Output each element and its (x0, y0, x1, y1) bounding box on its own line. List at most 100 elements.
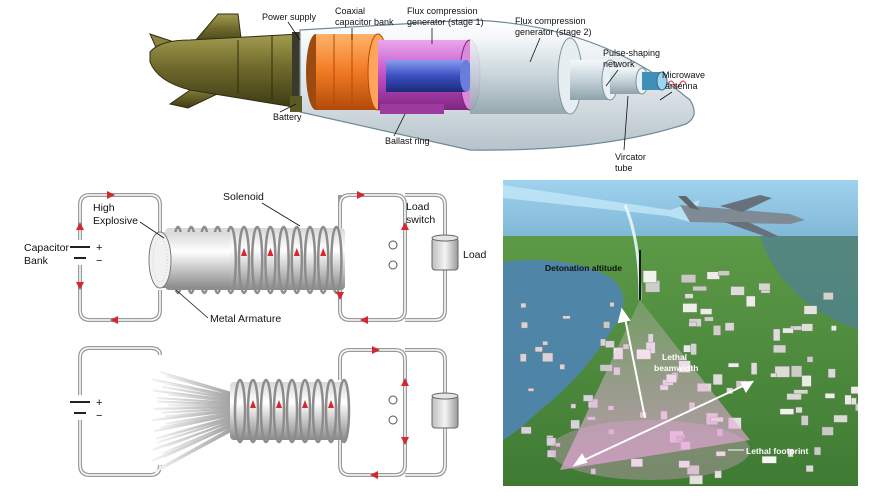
exploding-armature-cone (152, 372, 238, 472)
attack-scene: Detonation altitude Lethal beamwidth Let… (503, 180, 869, 486)
building (542, 353, 552, 362)
building (685, 294, 693, 299)
bomb-olive-body (150, 34, 300, 108)
ballast-ring (380, 104, 444, 114)
building (823, 292, 833, 299)
building (775, 366, 790, 377)
high-explosive-end (149, 232, 171, 288)
building (725, 323, 734, 331)
label-detonation-altitude: Detonation altitude (545, 263, 622, 273)
building (834, 415, 848, 422)
label-vircator-1: Vircator (615, 152, 646, 162)
label-flux2-1: Flux compression (515, 16, 586, 26)
building (713, 325, 720, 335)
building (571, 404, 576, 409)
building (543, 341, 548, 345)
building (851, 387, 863, 394)
label-load-switch-1: Load (406, 201, 430, 213)
building (845, 395, 851, 404)
building (746, 296, 755, 307)
flux-generator-diagram: + − Solenoid High Explosive (24, 191, 487, 479)
ebomb-cutaway (150, 14, 694, 150)
label-power-supply: Power supply (262, 12, 317, 22)
building (700, 309, 712, 315)
building (822, 427, 833, 435)
building (583, 395, 593, 401)
label-antenna-1: Microwave (662, 70, 705, 80)
building (704, 317, 713, 321)
building (610, 302, 614, 306)
label-high-explosive-2: Explosive (93, 215, 138, 227)
building (802, 324, 813, 331)
building (801, 416, 808, 426)
capacitor-plus: + (96, 242, 102, 254)
building (520, 354, 526, 362)
load-switch2-top[interactable] (389, 396, 397, 404)
building (751, 363, 757, 375)
label-lethal-beamwidth-1: Lethal (662, 352, 687, 362)
building (707, 272, 720, 280)
building (605, 341, 614, 348)
capacitor-minus: − (96, 255, 102, 267)
label-capacitor-1: Capacitor (24, 242, 69, 254)
label-pulse-1: Pulse-shaping (603, 48, 660, 58)
label-battery: Battery (273, 112, 302, 122)
building (691, 344, 697, 355)
building (683, 303, 697, 312)
label-coaxial-2: capacitor bank (335, 17, 394, 27)
building (718, 271, 729, 276)
building (825, 393, 835, 398)
label-flux1-1: Flux compression (407, 6, 478, 16)
flux-armature-blue (386, 60, 466, 92)
building (806, 465, 813, 471)
label-capacitor-2: Bank (24, 255, 49, 267)
building (713, 374, 722, 385)
load-switch2-bottom[interactable] (389, 416, 397, 424)
building (762, 456, 776, 463)
building (771, 373, 777, 377)
label-flux2-2: generator (stage 2) (515, 27, 592, 37)
capacitor2-plus: + (96, 397, 102, 409)
label-metal-armature: Metal Armature (210, 313, 281, 325)
label-solenoid: Solenoid (223, 191, 264, 203)
building (689, 322, 696, 326)
building (787, 394, 802, 400)
label-antenna-2: antenna (665, 81, 698, 91)
building (814, 447, 820, 455)
building (831, 326, 836, 331)
building (794, 390, 808, 394)
flux-generator-stage2 (470, 38, 570, 114)
building (600, 339, 605, 346)
building (643, 271, 656, 283)
label-ballast: Ballast ring (385, 136, 430, 146)
building (535, 347, 542, 352)
label-lethal-beamwidth-2: beamwidth (654, 363, 698, 373)
label-lethal-footprint: Lethal footprint (746, 446, 808, 456)
load-cylinder-2 (432, 396, 458, 428)
building (560, 364, 565, 369)
building (828, 369, 835, 378)
building (773, 345, 785, 353)
label-vircator-2: tube (615, 163, 633, 173)
capacitor2-minus: − (96, 410, 102, 422)
building (791, 366, 802, 377)
label-load: Load (463, 249, 487, 261)
building (693, 286, 707, 291)
label-flux1-2: generator (stage 1) (407, 17, 484, 27)
building (804, 306, 817, 315)
building (731, 286, 745, 295)
label-pulse-2: network (603, 59, 635, 69)
load-switch-bottom[interactable] (389, 261, 397, 269)
building (728, 363, 738, 367)
building (759, 283, 770, 290)
building (571, 420, 580, 429)
load-switch-top[interactable] (389, 241, 397, 249)
building (563, 316, 570, 319)
building (802, 375, 811, 386)
load-cylinder (432, 238, 458, 270)
building (780, 409, 794, 415)
building (681, 275, 696, 283)
label-load-switch-2: switch (406, 214, 435, 226)
building (603, 322, 609, 329)
